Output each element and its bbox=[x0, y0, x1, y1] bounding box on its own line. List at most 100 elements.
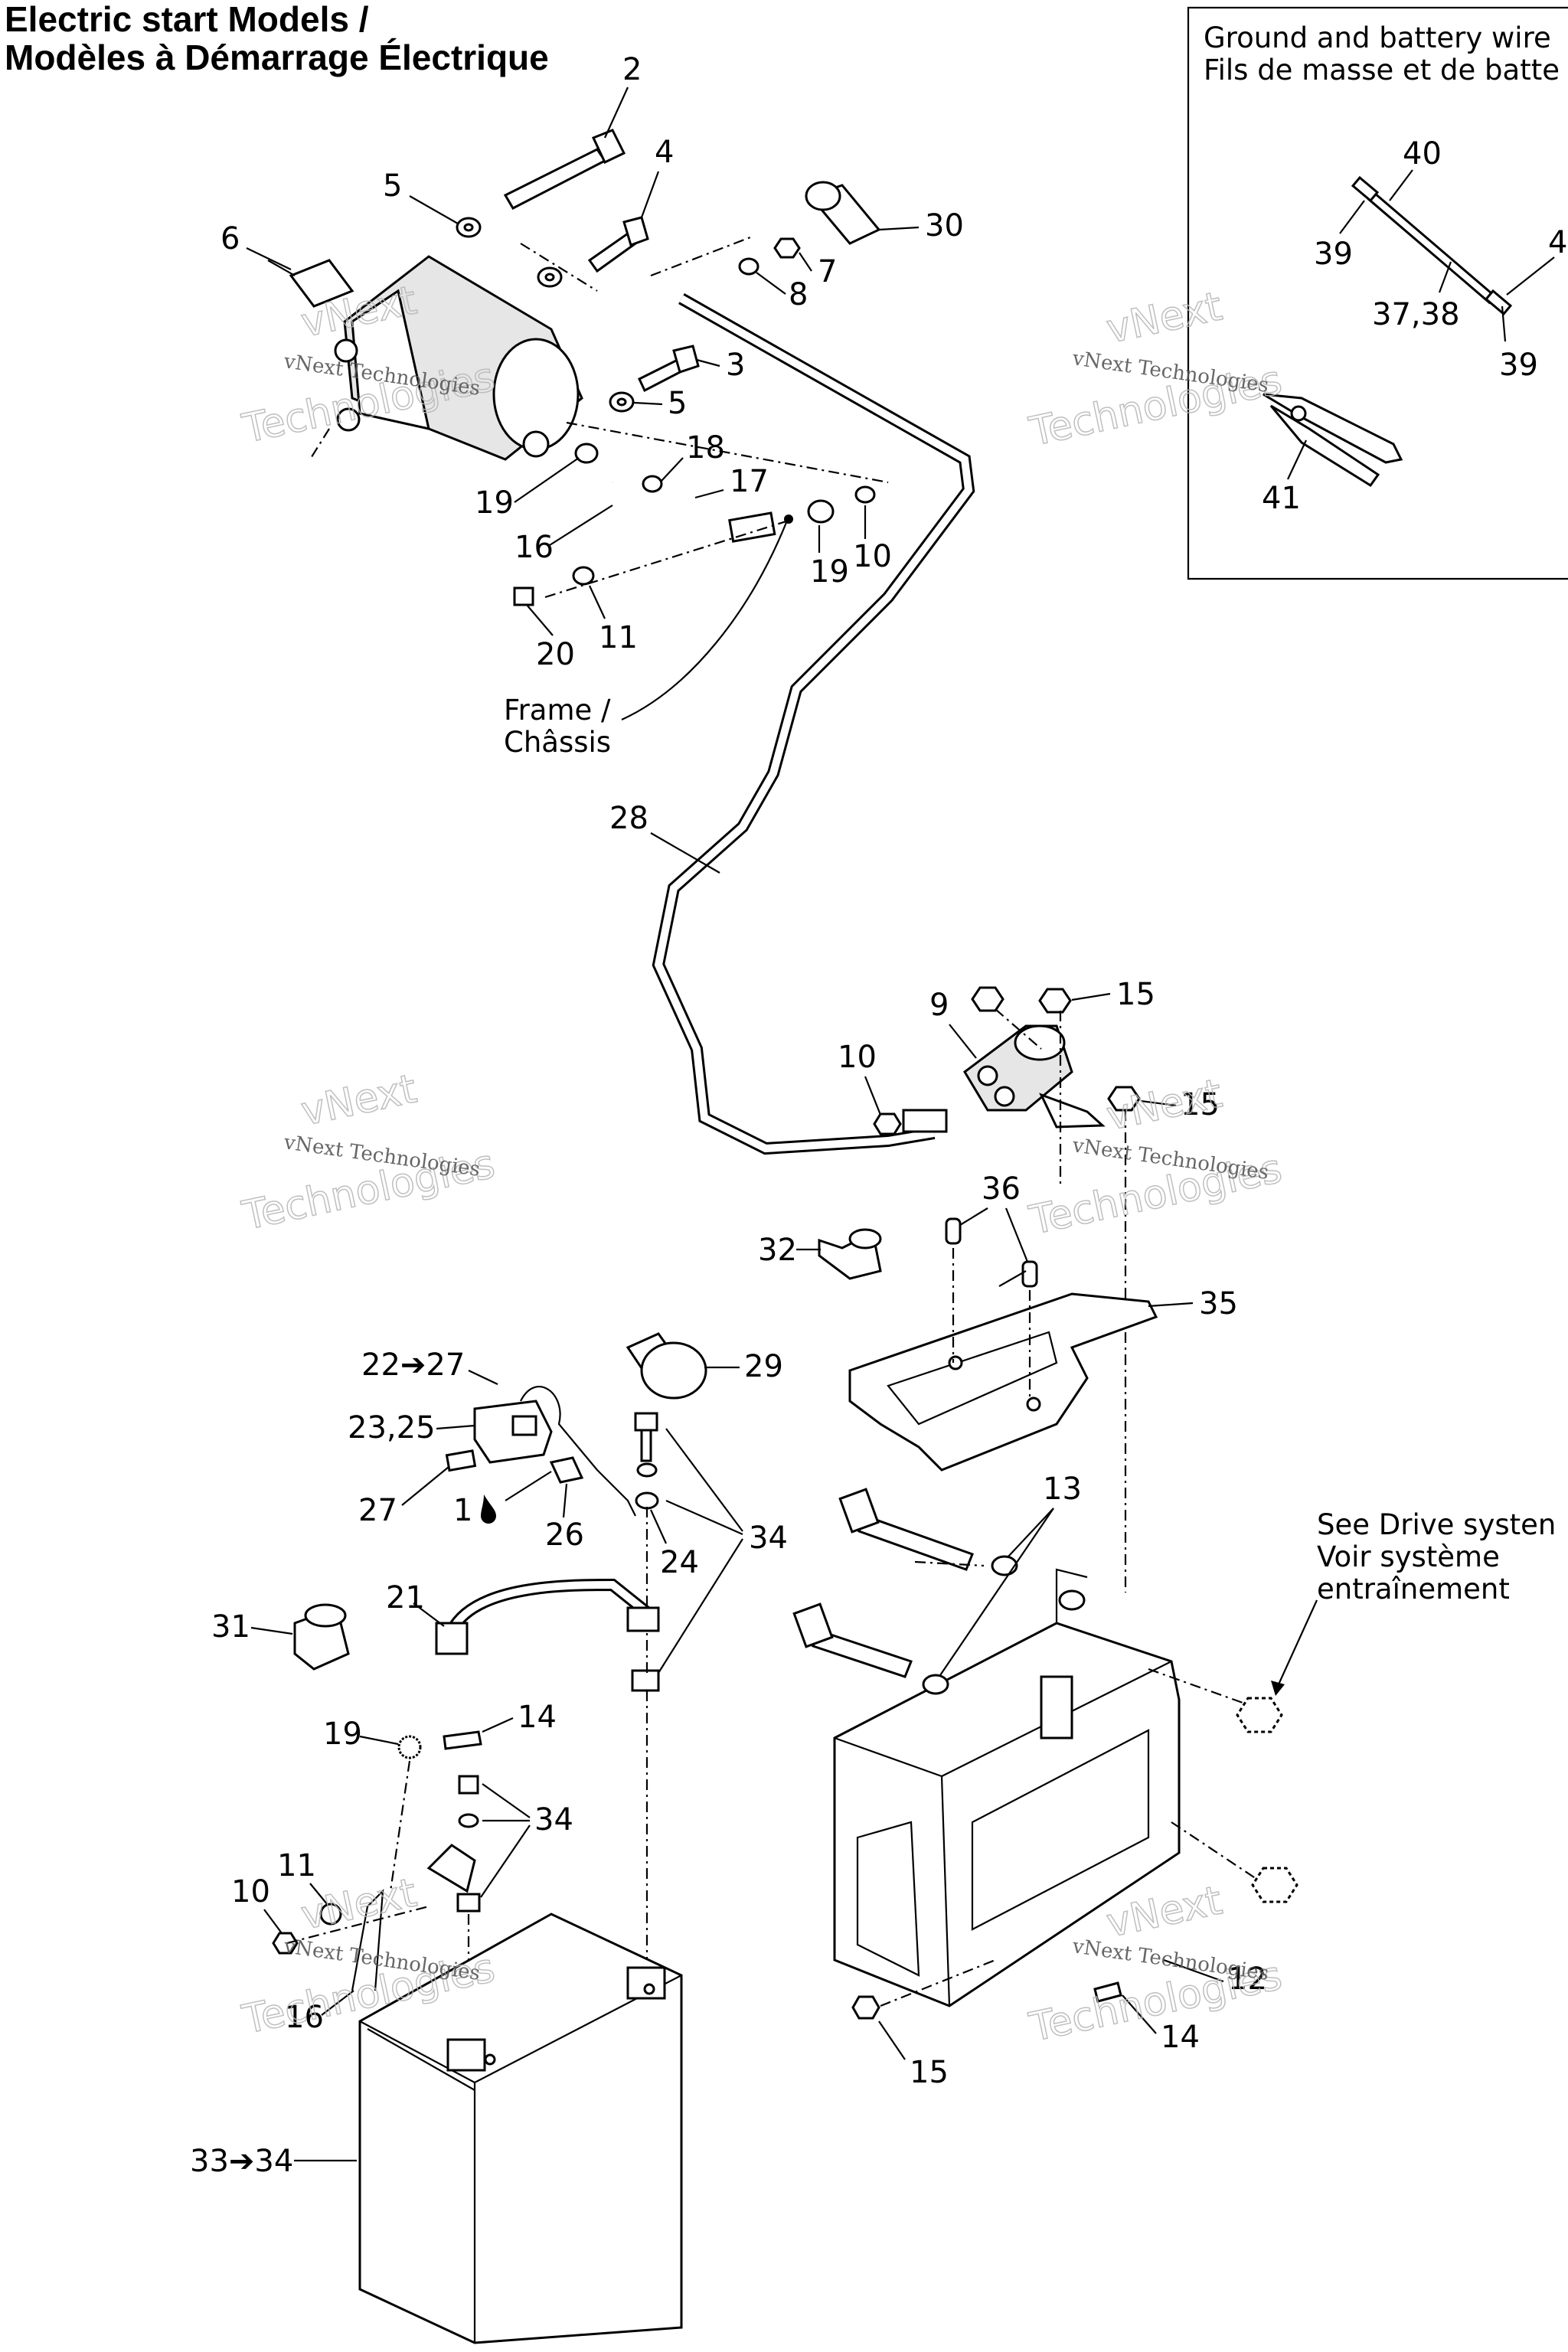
callout-31: 31 bbox=[211, 1609, 250, 1645]
note-drive-line-1: See Drive systen bbox=[1317, 1508, 1556, 1541]
callout-6: 6 bbox=[220, 221, 240, 256]
callout-19-top: 19 bbox=[475, 485, 514, 521]
callout-20: 20 bbox=[536, 637, 575, 672]
starter-motor-part bbox=[267, 255, 583, 461]
callout-4: 4 bbox=[655, 135, 674, 170]
callout-35: 35 bbox=[1199, 1286, 1238, 1321]
callout-16-top: 16 bbox=[514, 530, 554, 565]
callout-21: 21 bbox=[386, 1580, 425, 1615]
callout-14-bottom: 14 bbox=[1161, 2020, 1200, 2055]
title-line-2: Modèles à Démarrage Électrique bbox=[5, 38, 549, 77]
callout-10-mid: 10 bbox=[838, 1040, 877, 1075]
callout-12: 12 bbox=[1228, 1962, 1267, 1997]
callout-41: 41 bbox=[1262, 481, 1301, 516]
callout-3: 3 bbox=[726, 348, 745, 383]
battery-bolt-34-part bbox=[631, 1412, 660, 1692]
svg-text:vNext: vNext bbox=[297, 1066, 420, 1135]
callout-8: 8 bbox=[789, 277, 808, 312]
fuse-27-part bbox=[445, 1449, 477, 1472]
positive-cable-21-part bbox=[435, 1578, 660, 1655]
callout-32: 32 bbox=[758, 1233, 797, 1268]
fuse-26-part bbox=[549, 1456, 584, 1484]
callout-37-38: 37,38 bbox=[1372, 297, 1460, 332]
bolt-2-part bbox=[503, 129, 626, 210]
rivets-36-part bbox=[945, 1217, 1038, 1288]
terminal-cover-31-part bbox=[293, 1603, 350, 1671]
callout-7: 7 bbox=[818, 254, 837, 289]
callout-9: 9 bbox=[929, 988, 949, 1023]
callout-11-top: 11 bbox=[599, 620, 638, 655]
callout-24: 24 bbox=[660, 1545, 699, 1580]
inset-frame bbox=[1187, 6, 1568, 580]
note-frame-line-2: Châssis bbox=[504, 726, 611, 759]
battery-terminal-hardware bbox=[272, 1730, 482, 1991]
bolt-4-part bbox=[587, 216, 649, 273]
callout-34-top: 34 bbox=[749, 1521, 788, 1556]
battery-cable-28-part bbox=[652, 293, 975, 1155]
title-line-1: Electric start Models / bbox=[5, 0, 369, 39]
svg-text:vNext: vNext bbox=[1102, 283, 1226, 352]
callout-1-group: 1 bbox=[453, 1471, 552, 1528]
bolt-3-part bbox=[638, 345, 700, 393]
callout-5-mid: 5 bbox=[668, 386, 687, 421]
bolt-13-part bbox=[792, 1488, 1018, 1695]
callout-15-mid: 15 bbox=[1181, 1087, 1220, 1122]
callout-15-bottom: 15 bbox=[910, 2055, 949, 2090]
nuts-solenoid bbox=[873, 986, 1141, 1135]
callout-39-bottom: 39 bbox=[1499, 348, 1538, 383]
callout-14-top: 14 bbox=[518, 1700, 557, 1735]
callout-16-bottom: 16 bbox=[285, 2000, 324, 2035]
callout-30: 30 bbox=[925, 208, 964, 243]
terminal-boot-30-part bbox=[805, 181, 881, 245]
callout-36: 36 bbox=[982, 1171, 1021, 1207]
note-drive-line-2: Voir système bbox=[1317, 1540, 1500, 1573]
inset-title-line-2: Fils de masse et de batte bbox=[1204, 54, 1560, 87]
callout-15-top: 15 bbox=[1116, 977, 1155, 1012]
watermark-2: vNext Technologies vNext Technologies bbox=[1025, 283, 1287, 456]
svg-text:vNext: vNext bbox=[1102, 1070, 1226, 1139]
drive-system-nuts bbox=[1236, 1697, 1298, 1903]
callout-39-top: 39 bbox=[1314, 237, 1353, 272]
inset-title-line-1: Ground and battery wire bbox=[1204, 21, 1551, 54]
ground-battery-wire-inset: Ground and battery wire Fils de masse et… bbox=[1187, 6, 1568, 580]
callout-19-mid: 19 bbox=[810, 554, 849, 590]
note-frame-line-1: Frame / bbox=[504, 694, 611, 727]
callout-19-bottom: 19 bbox=[323, 1717, 362, 1752]
callout-22-27: 22➔27 bbox=[361, 1348, 465, 1383]
callout-34-bottom: 34 bbox=[534, 1802, 573, 1838]
boot-29-part bbox=[626, 1332, 707, 1400]
oil-drop-icon bbox=[481, 1494, 496, 1524]
washers-starter bbox=[456, 217, 876, 606]
callout-26: 26 bbox=[545, 1517, 584, 1553]
callout-17: 17 bbox=[730, 464, 769, 499]
terminal-boot-32-part bbox=[818, 1228, 882, 1280]
watermark-3: vNext Technologies vNext Technologies bbox=[238, 1066, 500, 1240]
callout-1: 1 bbox=[453, 1493, 472, 1528]
callout-13: 13 bbox=[1043, 1472, 1082, 1507]
callout-4-inset: 4 bbox=[1548, 225, 1567, 260]
battery-bracket-35-part bbox=[848, 1292, 1158, 1472]
crimp-tool-part bbox=[1263, 393, 1403, 488]
callout-27: 27 bbox=[358, 1493, 397, 1528]
callout-10-top: 10 bbox=[853, 539, 892, 574]
fuse-holder-23-part bbox=[473, 1386, 636, 1517]
callout-11-bottom: 11 bbox=[277, 1848, 316, 1883]
callout-33-34: 33➔34 bbox=[190, 2144, 293, 2179]
callout-10-bottom: 10 bbox=[231, 1874, 270, 1909]
callout-5-top: 5 bbox=[383, 168, 402, 204]
callout-40: 40 bbox=[1403, 136, 1442, 172]
callout-2: 2 bbox=[622, 52, 642, 87]
callout-23-25: 23,25 bbox=[348, 1410, 436, 1446]
battery-33-part bbox=[358, 1913, 683, 2344]
callout-18: 18 bbox=[686, 430, 725, 466]
page-title: Electric start Models / Modèles à Démarr… bbox=[5, 0, 549, 77]
callout-29: 29 bbox=[744, 1349, 783, 1384]
watermark-4: vNext Technologies vNext Technologies bbox=[1025, 1070, 1287, 1245]
ground-wire-part bbox=[1351, 175, 1513, 316]
battery-tray-12-part bbox=[833, 1568, 1181, 2007]
note-drive-line-3: entraînement bbox=[1317, 1573, 1510, 1606]
callout-28: 28 bbox=[609, 801, 648, 836]
starter-solenoid-part bbox=[963, 1024, 1106, 1129]
